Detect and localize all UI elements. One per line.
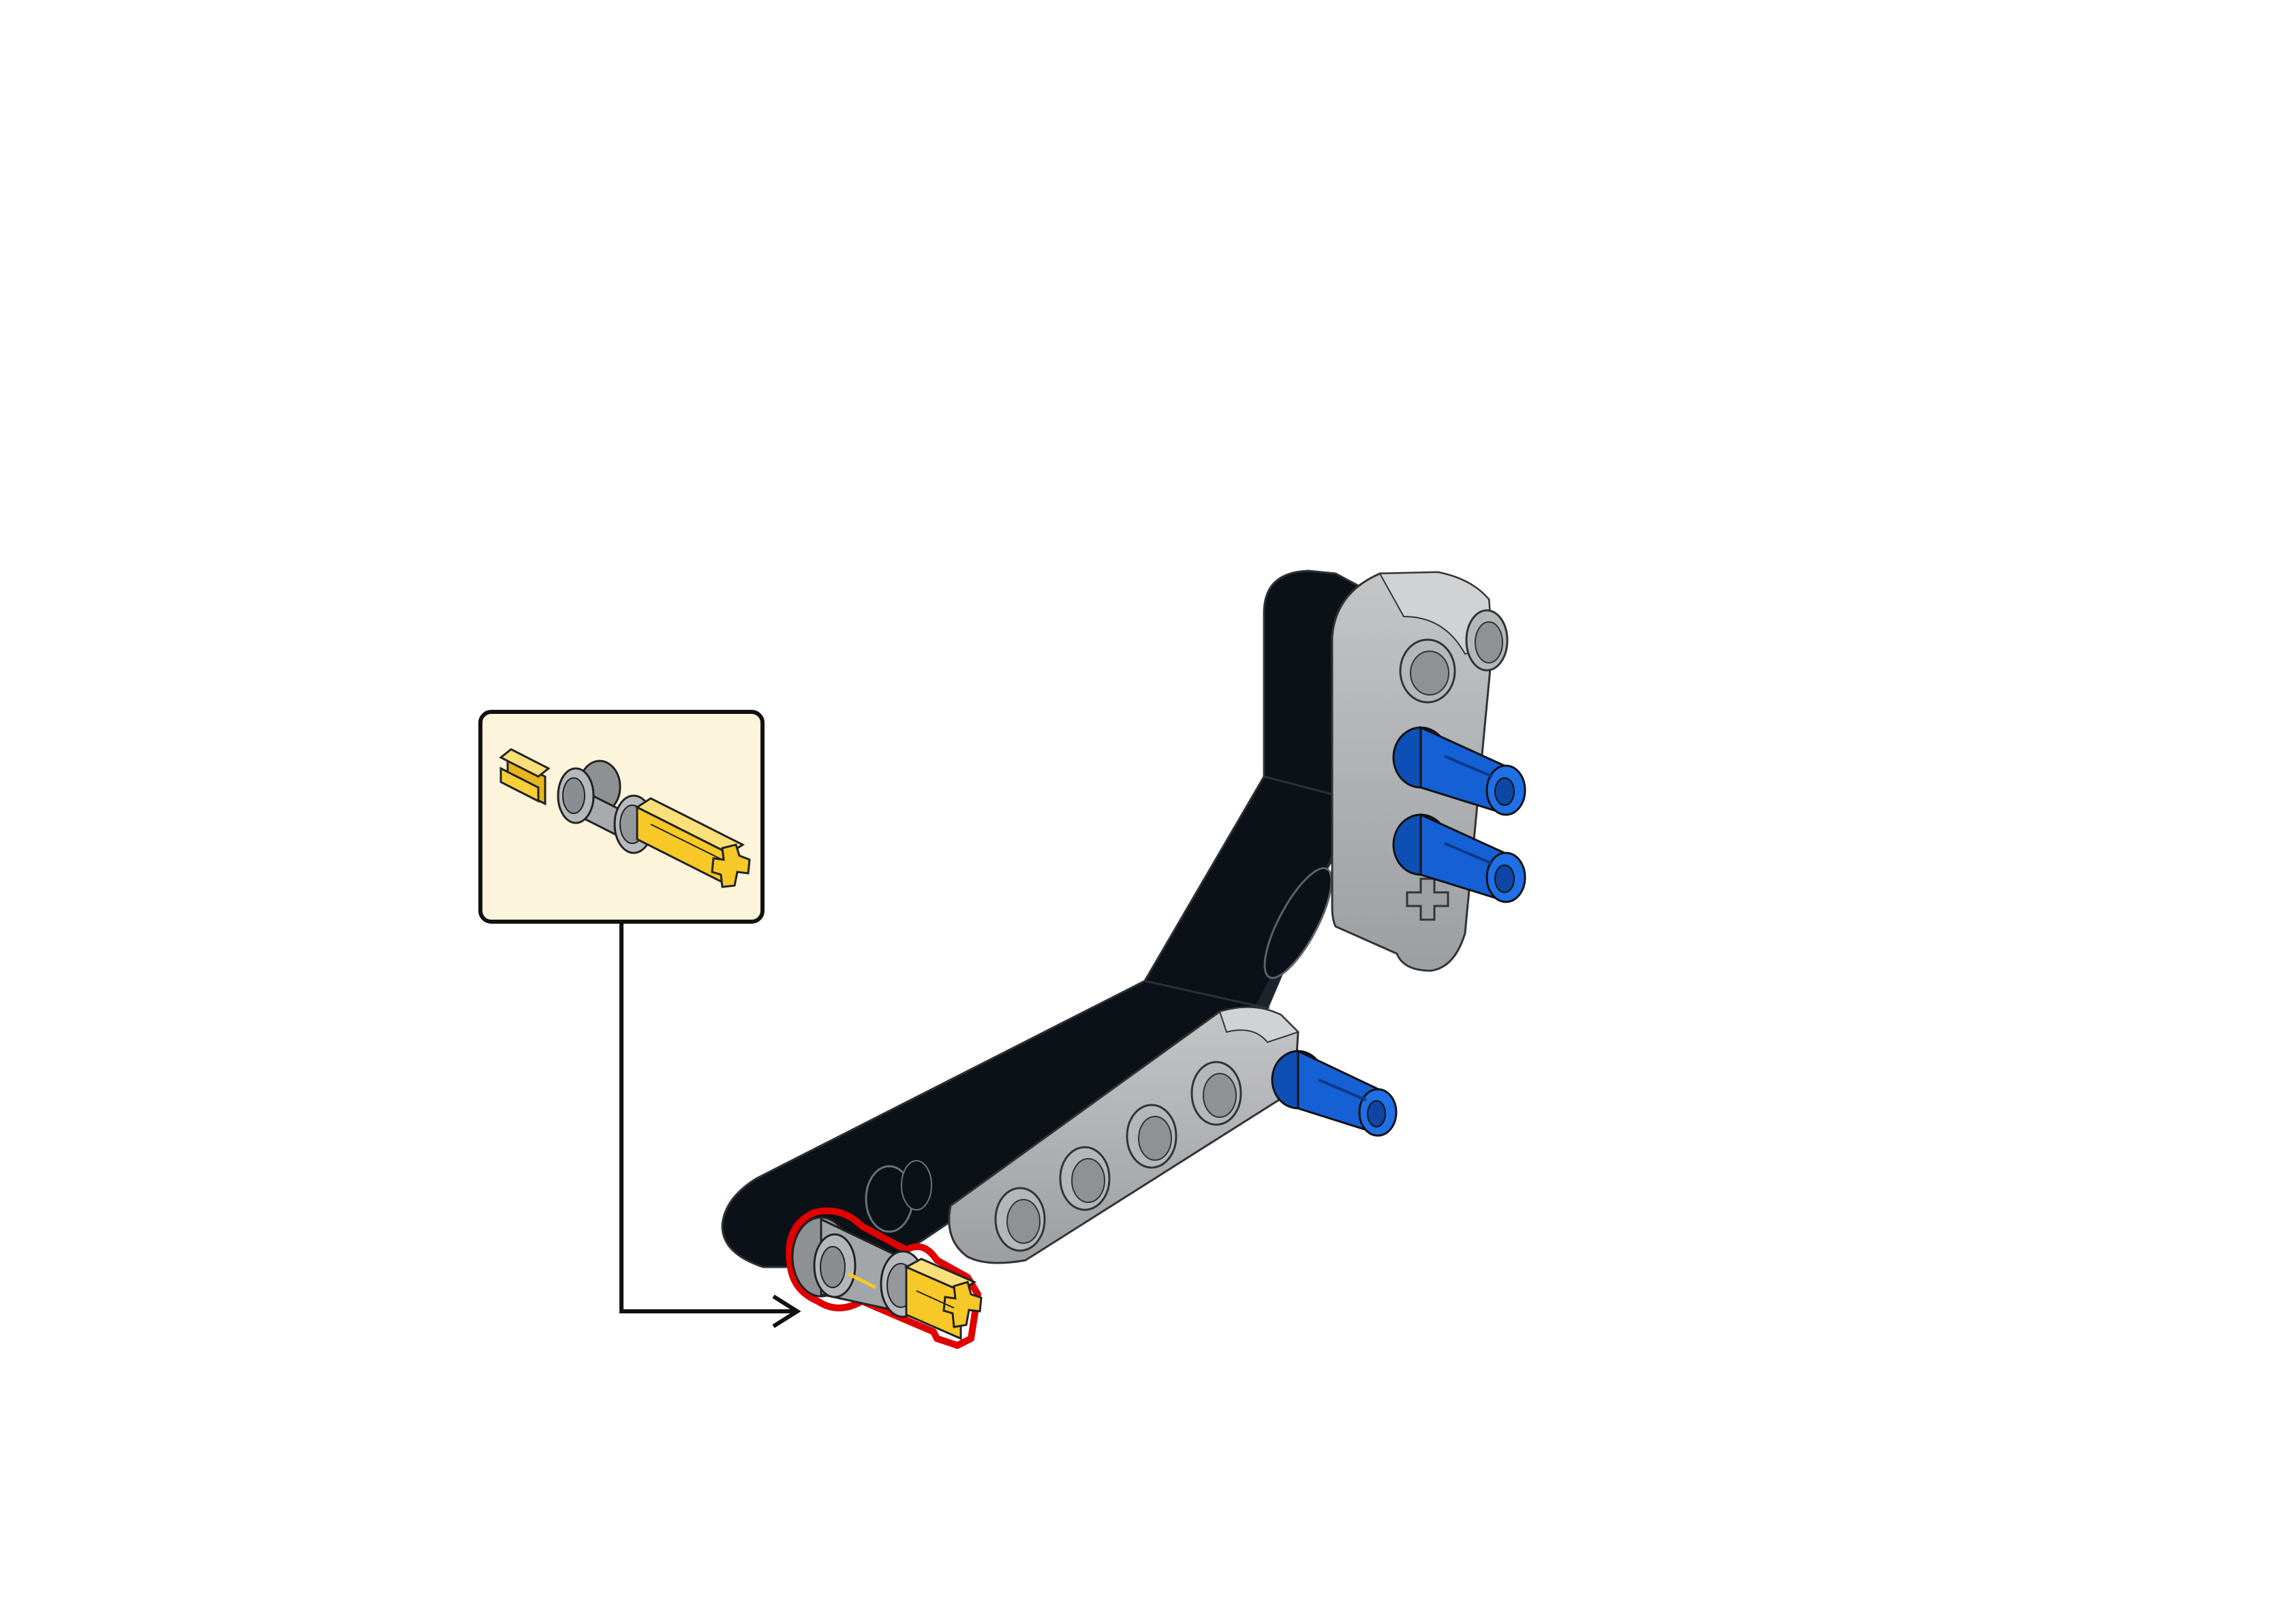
callout-axle-pin-icon (499, 748, 751, 888)
parts-callout (478, 710, 765, 924)
placement-arrow (619, 922, 801, 1328)
gray-liftarm-long (948, 1006, 1299, 1264)
new-axle-pin (786, 1207, 983, 1349)
blue-pin-middle (1392, 813, 1526, 903)
black-bent-liftarm (721, 569, 1398, 1268)
blue-pin-upper (1392, 725, 1526, 816)
cross-hole-icon (1406, 877, 1449, 921)
liftarm-oval-hole (1263, 866, 1333, 980)
blue-pin-lower (1271, 1049, 1398, 1137)
